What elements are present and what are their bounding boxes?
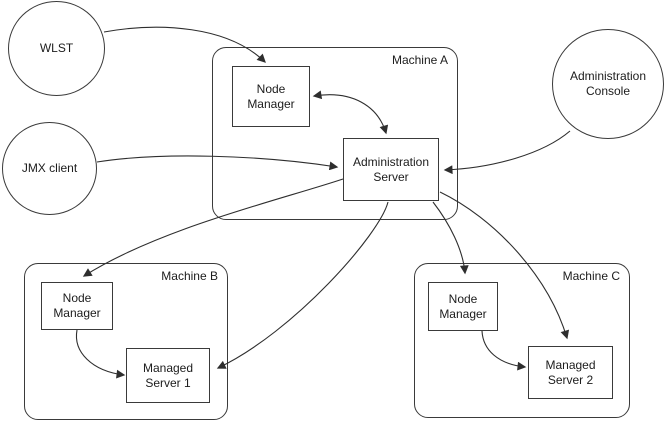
admin-console-label-line1: Administration — [569, 69, 647, 83]
node-manager-c-box: Node Manager — [428, 282, 498, 331]
managed-server-1-box: Managed Server 1 — [126, 348, 210, 403]
wlst-label: WLST — [39, 41, 74, 55]
managed-server-2-label-line2: Server 2 — [547, 372, 594, 387]
managed-server-2-box: Managed Server 2 — [528, 346, 613, 399]
managed-server-1-label-line2: Server 1 — [145, 375, 191, 390]
node-manager-c-label-line2: Manager — [439, 306, 487, 321]
admin-console-label-line2: Console — [585, 84, 631, 98]
node-manager-c-label-line1: Node — [448, 291, 478, 306]
node-manager-a-box: Node Manager — [232, 66, 310, 127]
admin-console-circle: Administration Console — [552, 29, 664, 139]
node-manager-b-label-line2: Manager — [53, 306, 101, 320]
machine-a-label: Machine A — [391, 53, 448, 67]
jmx-client-circle: JMX client — [2, 122, 97, 215]
connector-admin-console-to-admin-server — [443, 130, 571, 175]
machine-b-label: Machine B — [161, 269, 218, 283]
admin-server-label-line1: Administration — [352, 154, 430, 169]
machine-c-label: Machine C — [562, 269, 620, 283]
managed-server-1-label-line1: Managed — [142, 360, 194, 375]
admin-server-box: Administration Server — [343, 138, 439, 201]
node-manager-a-label-line2: Manager — [247, 96, 295, 111]
managed-server-2-label-line1: Managed — [545, 357, 596, 372]
node-manager-b-box: Node Manager — [41, 282, 113, 330]
connector-admin-server-to-managed-server-1 — [216, 201, 389, 369]
node-manager-b-label-line1: Node — [62, 291, 92, 305]
jmx-client-label: JMX client — [21, 161, 78, 175]
node-manager-a-label-line1: Node — [256, 81, 286, 96]
wlst-client-circle: WLST — [8, 1, 105, 96]
admin-server-label-line2: Server — [373, 169, 409, 184]
